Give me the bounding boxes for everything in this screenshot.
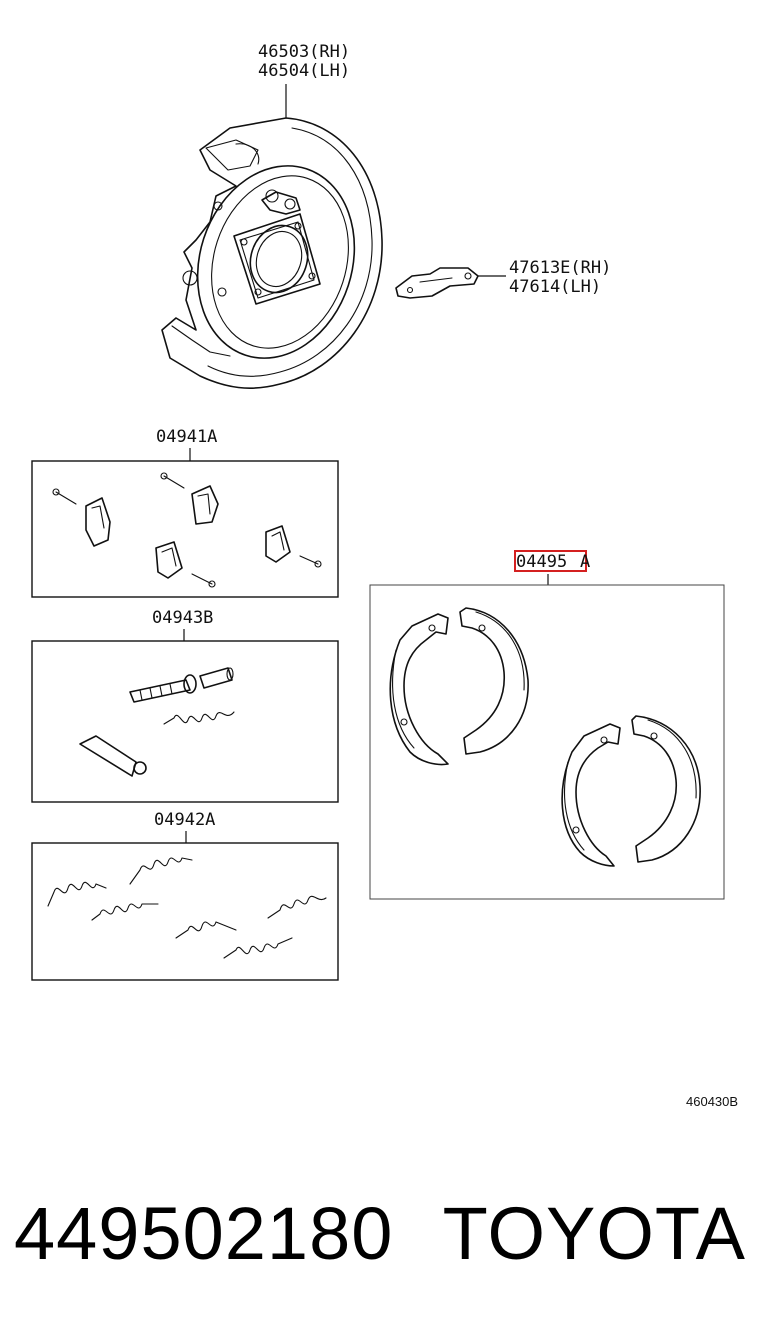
hold-down-pins-and-clips <box>52 472 322 588</box>
label-kit-04941: 04941A <box>156 427 217 447</box>
label-lever-rh: 47613E(RH) <box>509 258 611 278</box>
diagram-reference-code: 460430B <box>686 1094 738 1109</box>
footer-brand: TOYOTA <box>442 1191 746 1275</box>
label-kit-04943: 04943B <box>152 608 213 628</box>
label-shoe-part: 04495 <box>516 552 567 572</box>
return-springs <box>47 857 327 959</box>
adjuster-and-grease-tube <box>79 667 235 777</box>
highlighted-part-box <box>514 550 587 572</box>
label-backing-plate-rh: 46503(RH) <box>258 42 350 62</box>
brake-shoe-box <box>369 584 725 900</box>
label-backing-plate-lh: 46504(LH) <box>258 61 350 81</box>
kit-04943-box <box>31 640 339 803</box>
label-kit-04942: 04942A <box>154 810 215 830</box>
brake-shoe-set-lower <box>561 715 701 867</box>
backing-plate-drawing <box>161 84 383 389</box>
label-lever-lh: 47614(LH) <box>509 277 601 297</box>
label-shoe-suffix: A <box>580 552 590 572</box>
kit-04942-box <box>31 842 339 981</box>
footer-part-number: 449502180 <box>14 1191 394 1275</box>
brake-shoe-set-upper <box>389 607 529 766</box>
parking-lever-drawing <box>395 267 506 299</box>
footer-bar: 449502180 TOYOTA <box>14 1188 746 1278</box>
kit-04941-box <box>31 460 339 598</box>
